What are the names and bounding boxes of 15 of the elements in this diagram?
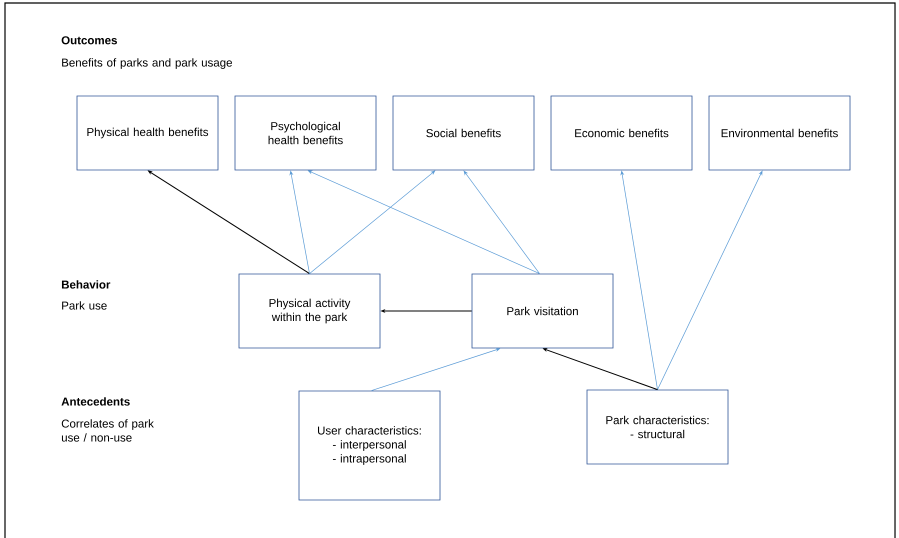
section-heading: Behavior [62,280,110,289]
section-heading: Antecedents [61,397,130,406]
process-box: Psychological health benefits [234,96,376,170]
process-box: Physical activity within the park [238,274,380,348]
process-box: Environmental benefits [708,96,850,170]
process-box: Park visitation [472,274,614,348]
section-description: Park use [62,301,107,310]
process-box: Physical health benefits [76,96,218,170]
process-box: User characteristics: - interpersonal - intrapersonal [298,390,440,500]
process-box: Social benefits [392,96,534,170]
process-box: Park characteristics: - structural [586,390,728,464]
section-heading: Outcomes [62,36,117,44]
process-box: Economic benefits [550,96,692,170]
section-description: Correlates of park use / non-use [62,419,154,442]
section-description: Benefits of parks and park usage [62,58,232,69]
